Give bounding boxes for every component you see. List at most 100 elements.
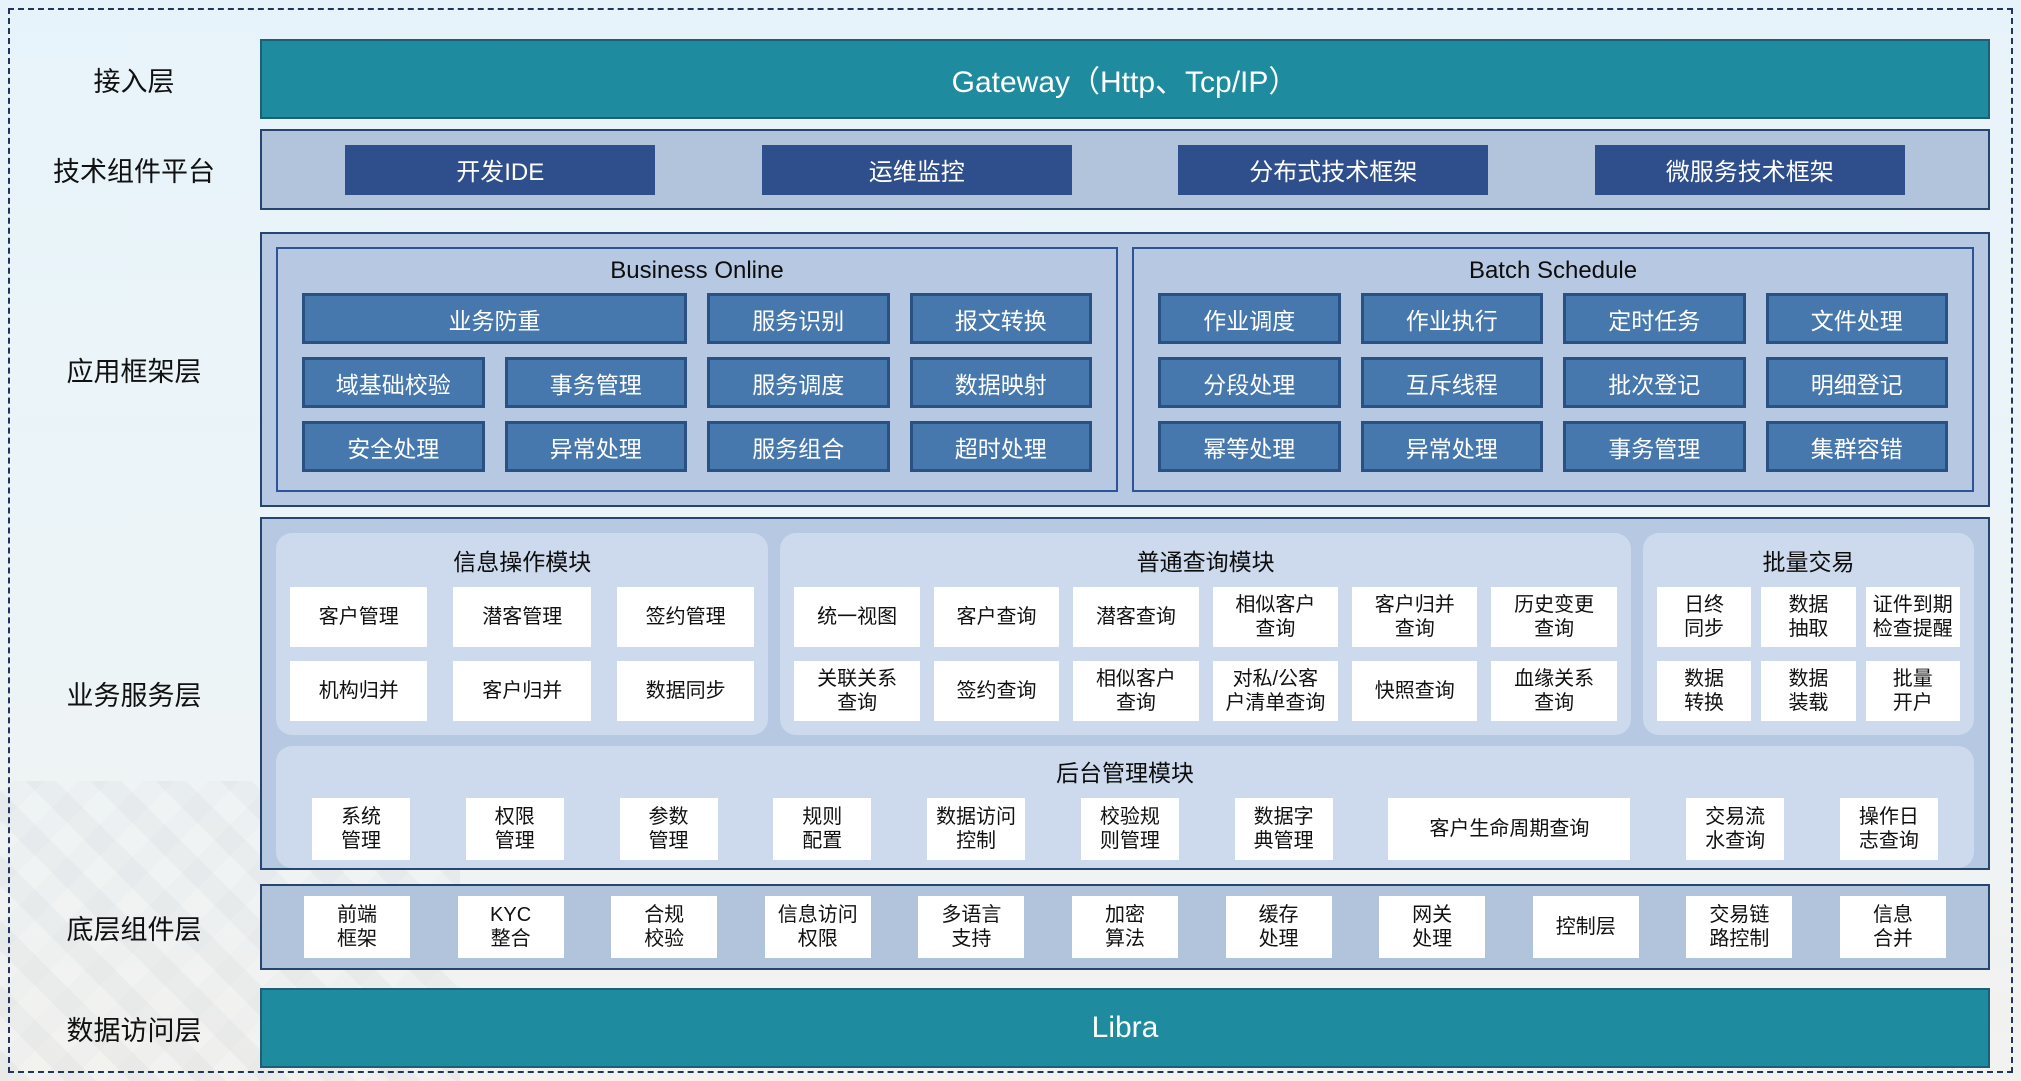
service-box: 数据 转换 [1656,661,1752,721]
layer-label-business-service: 业务服务层 [66,681,202,711]
framework-chip: 作业执行 [1360,293,1543,344]
service-box: 客户归并 查询 [1352,587,1478,647]
framework-chip: 文件处理 [1765,293,1948,344]
framework-chip: 超时处理 [909,421,1092,472]
service-box: 潜客查询 [1073,587,1199,647]
component-box: 信息访问 权限 [764,896,871,958]
framework-chip: 异常处理 [1360,421,1543,472]
service-box: 证件到期 检查提醒 [1865,587,1960,647]
framework-chip: 事务管理 [1563,421,1746,472]
service-box: 数据 装载 [1761,661,1856,721]
framework-chip: 域基础校验 [302,357,485,408]
admin-module-title: 后台管理模块 [1056,760,1194,786]
general-query-title: 普通查询模块 [1136,549,1275,575]
framework-chip: 作业调度 [1158,293,1341,344]
service-box: 签约查询 [933,661,1060,721]
framework-chip: 数据映射 [909,357,1092,408]
component-box: 多语言 支持 [918,896,1025,958]
service-box: 快照查询 [1352,661,1478,721]
business-online-section: Business Online 业务防重 服务识别 报文转换 域基础校验 事务管… [276,247,1118,492]
layer-label-data-access: 数据访问层 [66,1015,202,1046]
component-box: 信息 合并 [1839,896,1946,958]
framework-chip: 明细登记 [1765,357,1948,408]
service-box: 潜客管理 [453,587,591,647]
business-online-title: Business Online [610,257,784,284]
framework-chip: 服务调度 [707,357,890,408]
batch-trade-grid: 日终 同步 数据 抽取 证件到期 检查提醒 数据 转换 数据 装载 批量 开户 [1656,587,1960,721]
framework-chip: 报文转换 [909,293,1092,344]
general-query-module: 普通查询模块 统一视图 客户查询 潜客查询 相似客户 查询 客户归并 查询 历史… [780,533,1631,735]
service-box: 历史变更 查询 [1491,587,1617,647]
service-box: 统一视图 [794,587,920,647]
component-box: 交易链 路控制 [1686,896,1793,958]
libra-bar: Libra [260,988,1990,1068]
framework-chip: 异常处理 [504,421,687,472]
layer-label-access: 接入层 [93,66,175,97]
framework-chip: 幂等处理 [1158,421,1341,472]
business-online-grid: 业务防重 服务识别 报文转换 域基础校验 事务管理 服务调度 数据映射 安全处理… [278,293,1116,490]
gateway-bar: Gateway（Http、Tcp/IP） [260,39,1990,119]
service-box: 相似客户 查询 [1212,587,1339,647]
service-box: 机构归并 [290,661,428,721]
batch-schedule-title: Batch Schedule [1468,257,1638,284]
service-box: 客户查询 [933,587,1060,647]
framework-chip: 批次登记 [1563,357,1746,408]
service-box: 客户归并 [453,661,591,721]
admin-box: 校验规 则管理 [1080,798,1179,860]
info-operation-title: 信息操作模块 [453,549,592,575]
service-box: 数据 抽取 [1761,587,1856,647]
info-operation-module: 信息操作模块 客户管理 潜客管理 签约管理 机构归并 客户归并 数据同步 [276,533,769,735]
service-box: 客户管理 [290,587,428,647]
component-box: 网关 处理 [1379,896,1486,958]
framework-chip: 服务识别 [707,293,890,344]
tech-platform-band: 开发IDE 运维监控 分布式技术框架 微服务技术框架 [260,129,1990,210]
admin-box: 数据字 典管理 [1234,798,1333,860]
component-box: 合规 校验 [611,896,718,958]
layer-label-app-framework: 应用框架层 [66,357,202,387]
layer-label-base-components: 底层组件层 [66,914,202,945]
batch-schedule-section: Batch Schedule 作业调度 作业执行 定时任务 文件处理 分段处理 … [1132,247,1974,492]
framework-chip: 服务组合 [707,421,890,472]
business-service-band: 信息操作模块 客户管理 潜客管理 签约管理 机构归并 客户归并 数据同步 普通查… [260,517,1990,870]
batch-trade-module: 批量交易 日终 同步 数据 抽取 证件到期 检查提醒 数据 转换 数据 装载 批… [1642,533,1974,735]
service-box: 关联关系 查询 [794,661,920,721]
component-box: 前端 框架 [304,896,410,958]
component-box: 控制层 [1532,896,1639,958]
admin-box: 操作日 志查询 [1839,798,1938,860]
component-box: KYC 整合 [457,896,564,958]
service-box: 对私/公客 户清单查询 [1212,661,1339,721]
batch-trade-title: 批量交易 [1762,549,1855,575]
service-box: 相似客户 查询 [1073,661,1199,721]
app-framework-band: Business Online 业务防重 服务识别 报文转换 域基础校验 事务管… [260,232,1990,507]
tech-chip-ops-monitor: 运维监控 [761,144,1072,195]
admin-box: 数据访问 控制 [927,798,1026,860]
admin-box: 系统 管理 [312,798,410,860]
tech-chip-dev-ide: 开发IDE [345,144,656,195]
framework-chip: 事务管理 [504,357,687,408]
admin-box: 规则 配置 [773,798,872,860]
framework-chip: 互斥线程 [1360,357,1543,408]
general-query-grid: 统一视图 客户查询 潜客查询 相似客户 查询 客户归并 查询 历史变更 查询 关… [794,587,1617,721]
base-components-row: 前端 框架 KYC 整合 合规 校验 信息访问 权限 多语言 支持 加密 算法 … [262,886,1988,968]
admin-module: 后台管理模块 系统 管理 权限 管理 参数 管理 规则 配置 数据访问 控制 校… [276,746,1974,868]
component-box: 缓存 处理 [1225,896,1332,958]
service-box: 血缘关系 查询 [1491,661,1617,721]
admin-module-row: 系统 管理 权限 管理 参数 管理 规则 配置 数据访问 控制 校验规 则管理 … [296,798,1954,860]
base-components-band: 前端 框架 KYC 整合 合规 校验 信息访问 权限 多语言 支持 加密 算法 … [260,884,1990,970]
tech-chip-distributed-framework: 分布式技术框架 [1178,144,1489,195]
framework-chip: 集群容错 [1765,421,1948,472]
framework-chip: 分段处理 [1158,357,1341,408]
info-operation-grid: 客户管理 潜客管理 签约管理 机构归并 客户归并 数据同步 [290,587,755,721]
service-box: 批量 开户 [1865,661,1960,721]
batch-schedule-grid: 作业调度 作业执行 定时任务 文件处理 分段处理 互斥线程 批次登记 明细登记 … [1134,293,1972,490]
admin-box: 客户生命周期查询 [1388,798,1631,860]
tech-chip-microservice-framework: 微服务技术框架 [1594,144,1905,195]
service-box: 签约管理 [616,587,755,647]
layer-label-tech-platform: 技术组件平台 [53,157,215,187]
framework-chip: 业务防重 [302,293,687,344]
admin-box: 交易流 水查询 [1686,798,1785,860]
framework-chip: 安全处理 [302,421,485,472]
service-box: 日终 同步 [1656,587,1752,647]
admin-box: 参数 管理 [619,798,718,860]
